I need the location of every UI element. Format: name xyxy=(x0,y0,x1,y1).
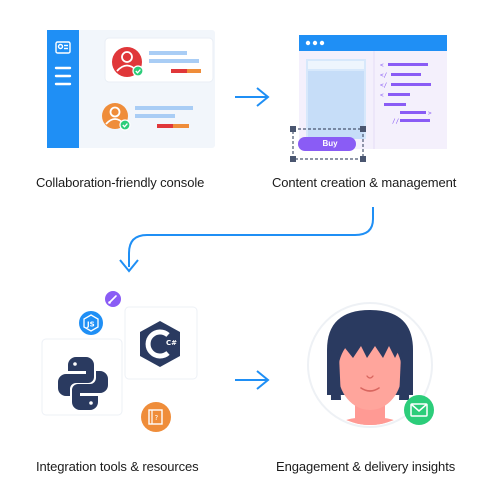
check-icon xyxy=(132,65,144,77)
engagement-illustration xyxy=(305,300,445,440)
user-card-2 xyxy=(102,103,193,131)
curved-arrow-icon xyxy=(119,207,374,273)
integration-tiles: JS ? xyxy=(41,291,198,432)
nodejs-icon: JS xyxy=(79,311,103,335)
envelope-icon xyxy=(404,395,434,425)
brush-icon xyxy=(105,291,121,307)
console-illustration xyxy=(47,30,217,148)
code-lines: < </ </ < > // xyxy=(380,62,432,125)
content-editor-illustration: < </ </ < > // Buy xyxy=(290,35,451,165)
python-icon xyxy=(58,357,108,410)
svg-text://: // xyxy=(392,118,400,125)
svg-text:JS: JS xyxy=(86,321,95,329)
console-sidebar xyxy=(47,30,79,148)
svg-text:</: </ xyxy=(380,72,388,79)
step-caption-content: Content creation & management xyxy=(272,175,457,190)
step-caption-engagement: Engagement & delivery insights xyxy=(276,459,456,474)
svg-text:<: < xyxy=(380,62,384,69)
arrow-right-icon xyxy=(235,370,270,390)
person-avatar xyxy=(307,302,434,428)
svg-text:?: ? xyxy=(155,414,159,422)
check-icon xyxy=(119,119,131,131)
window-titlebar xyxy=(299,35,447,51)
editor-window: < </ </ < > // xyxy=(290,35,447,162)
user-card-1 xyxy=(104,37,214,83)
help-book-icon: ? xyxy=(141,402,171,432)
svg-text:</: </ xyxy=(380,82,388,89)
csharp-label: C# xyxy=(166,339,178,347)
csharp-icon xyxy=(140,321,180,367)
arrow-right-icon xyxy=(235,87,270,107)
step-caption-integration: Integration tools & resources xyxy=(36,459,199,474)
buy-button: Buy xyxy=(322,139,338,148)
integration-illustration: JS ? C# xyxy=(40,285,220,445)
svg-text:<: < xyxy=(380,92,384,99)
svg-text:>: > xyxy=(428,110,432,117)
buy-button-shape xyxy=(298,137,356,151)
profile-card-icon xyxy=(55,41,71,54)
step-caption-console: Collaboration-friendly console xyxy=(36,175,205,190)
